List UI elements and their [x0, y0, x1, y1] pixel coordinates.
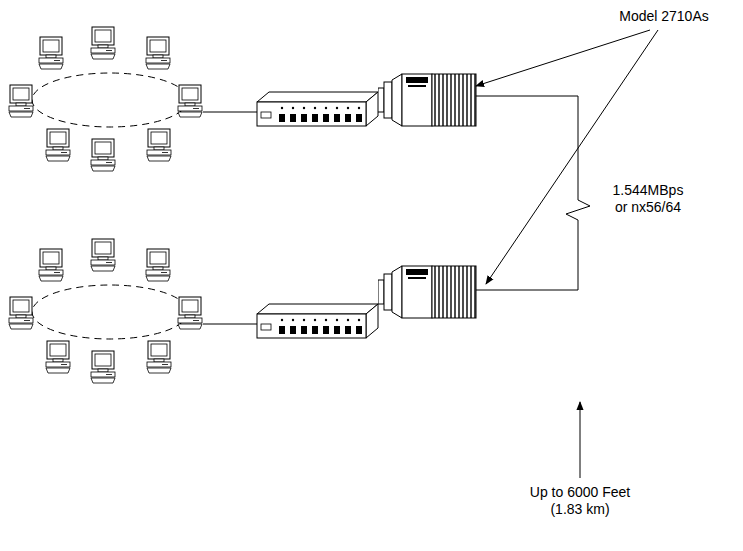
line-rate-label: 1.544MBps or nx56/64: [609, 182, 687, 216]
distance-label: Up to 6000 Feet (1.83 km): [522, 484, 638, 518]
device-callout: Model 2710As: [594, 8, 734, 25]
